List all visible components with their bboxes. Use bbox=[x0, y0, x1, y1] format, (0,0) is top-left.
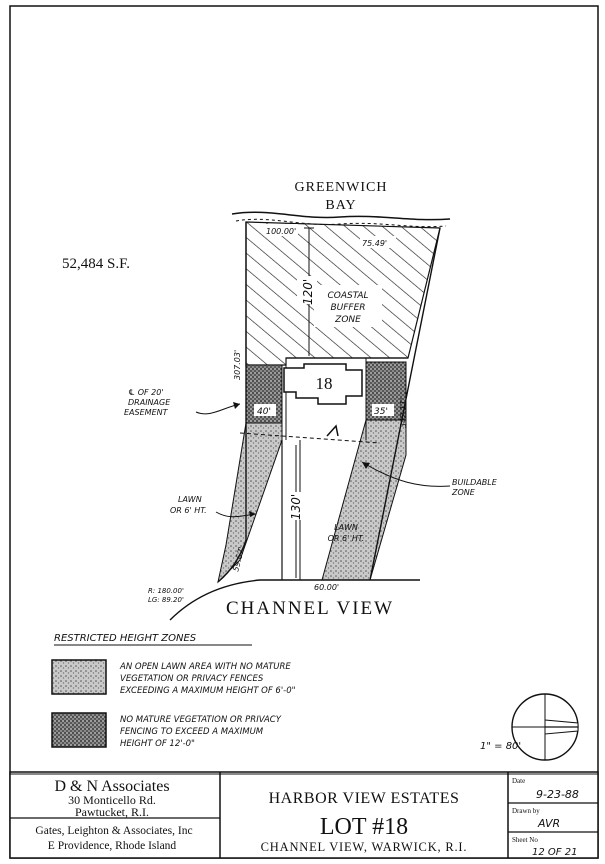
dim-setback-left: 40' bbox=[257, 407, 271, 417]
legend-item2-line3: HEIGHT OF 12'-0" bbox=[120, 739, 195, 749]
title-block bbox=[9, 771, 599, 859]
water-label-1: GREENWICH bbox=[295, 180, 388, 195]
buffer-label-3: ZONE bbox=[334, 315, 361, 325]
drawn-by-label: Drawn by bbox=[512, 807, 540, 815]
lot-number: 18 bbox=[316, 374, 333, 393]
legend-item1-line1: AN OPEN LAWN AREA WITH NO MATURE bbox=[119, 662, 291, 672]
scale-label: 1" = 80' bbox=[480, 741, 521, 752]
legend-item2-line2: FENCING TO EXCEED A MAXIMUM bbox=[120, 727, 264, 737]
buffer-label-box bbox=[314, 285, 382, 327]
legend-item2-line1: NO MATURE VEGETATION OR PRIVACY bbox=[120, 715, 282, 725]
lawn-left-label-2: OR 6' HT. bbox=[170, 506, 207, 515]
firm-address-2: Pawtucket, R.I. bbox=[75, 805, 149, 819]
dim-left-side: 307.03' bbox=[233, 350, 242, 380]
lawn-left-label-1: LAWN bbox=[178, 495, 202, 504]
curve-radius: R: 180.00' bbox=[148, 587, 184, 595]
water-label-2: BAY bbox=[325, 198, 356, 213]
lot-title: LOT #18 bbox=[320, 814, 408, 840]
road-label: CHANNEL VIEW bbox=[226, 598, 394, 619]
dim-top-right: 75.49' bbox=[362, 239, 387, 248]
lot-area: 52,484 S.F. bbox=[62, 256, 130, 272]
lawn-zone-right bbox=[321, 419, 407, 581]
legend-item1-line3: EXCEEDING A MAXIMUM HEIGHT OF 6'-0" bbox=[120, 686, 296, 696]
lawn-right-label-1: LAWN bbox=[334, 523, 358, 532]
buffer-label-1: COASTAL bbox=[327, 291, 368, 301]
dim-depth-front: 130' bbox=[289, 494, 303, 520]
location: CHANNEL VIEW, WARWICK, R.I. bbox=[261, 840, 468, 854]
firm-address-1: 30 Monticello Rd. bbox=[68, 793, 156, 807]
drainage-label-3: EASEMENT bbox=[124, 408, 169, 417]
setback-line bbox=[239, 432, 381, 444]
project-name: HARBOR VIEW ESTATES bbox=[269, 790, 460, 807]
lot-line-left bbox=[217, 222, 247, 583]
legend-title: RESTRICTED HEIGHT ZONES bbox=[54, 633, 197, 644]
buildable-label-2: ZONE bbox=[451, 488, 476, 497]
lawn-zone-left bbox=[217, 422, 283, 584]
drainage-leader bbox=[195, 403, 241, 415]
legend-swatch-lawn bbox=[51, 659, 107, 695]
dim-top-left: 100.00' bbox=[266, 227, 296, 236]
dim-right-side: 342.11' bbox=[399, 398, 408, 428]
consultant-name: Gates, Leighton & Associates, Inc bbox=[35, 825, 192, 837]
sheet-no-label: Sheet No bbox=[512, 836, 538, 844]
shoreline bbox=[231, 211, 451, 221]
lawn-right-label-2: OR 6' HT. bbox=[328, 534, 365, 543]
consultant-address: E Providence, Rhode Island bbox=[48, 840, 177, 852]
date-value: 9-23-88 bbox=[536, 788, 579, 801]
firm-name: D & N Associates bbox=[54, 778, 169, 795]
legend-item1-line2: VEGETATION OR PRIVACY FENCES bbox=[120, 674, 264, 684]
sheet-no-value: 12 OF 21 bbox=[532, 847, 577, 858]
buildable-leader bbox=[361, 461, 451, 487]
drainage-label-2: DRAINAGE bbox=[128, 398, 171, 407]
buffer-label-2: BUFFER bbox=[330, 303, 365, 313]
lot-line-right bbox=[369, 227, 441, 581]
dim-frontage: 60.00' bbox=[314, 583, 339, 592]
drainage-label-1: ℄ OF 20' bbox=[128, 388, 164, 397]
legend-swatch-dark bbox=[51, 712, 107, 748]
dim-depth-buffer: 120' bbox=[301, 279, 315, 305]
entrance-mark bbox=[326, 424, 339, 437]
buildable-label-1: BUILDABLE bbox=[452, 478, 498, 487]
road-edge bbox=[169, 579, 420, 621]
drawn-by-value: AVR bbox=[537, 817, 560, 830]
date-label: Date bbox=[512, 777, 525, 785]
house-footprint bbox=[283, 363, 363, 405]
curve-length: LG: 89.20' bbox=[148, 596, 184, 604]
shoreline-mark bbox=[235, 218, 447, 228]
dim-setback-right: 35' bbox=[374, 407, 388, 417]
